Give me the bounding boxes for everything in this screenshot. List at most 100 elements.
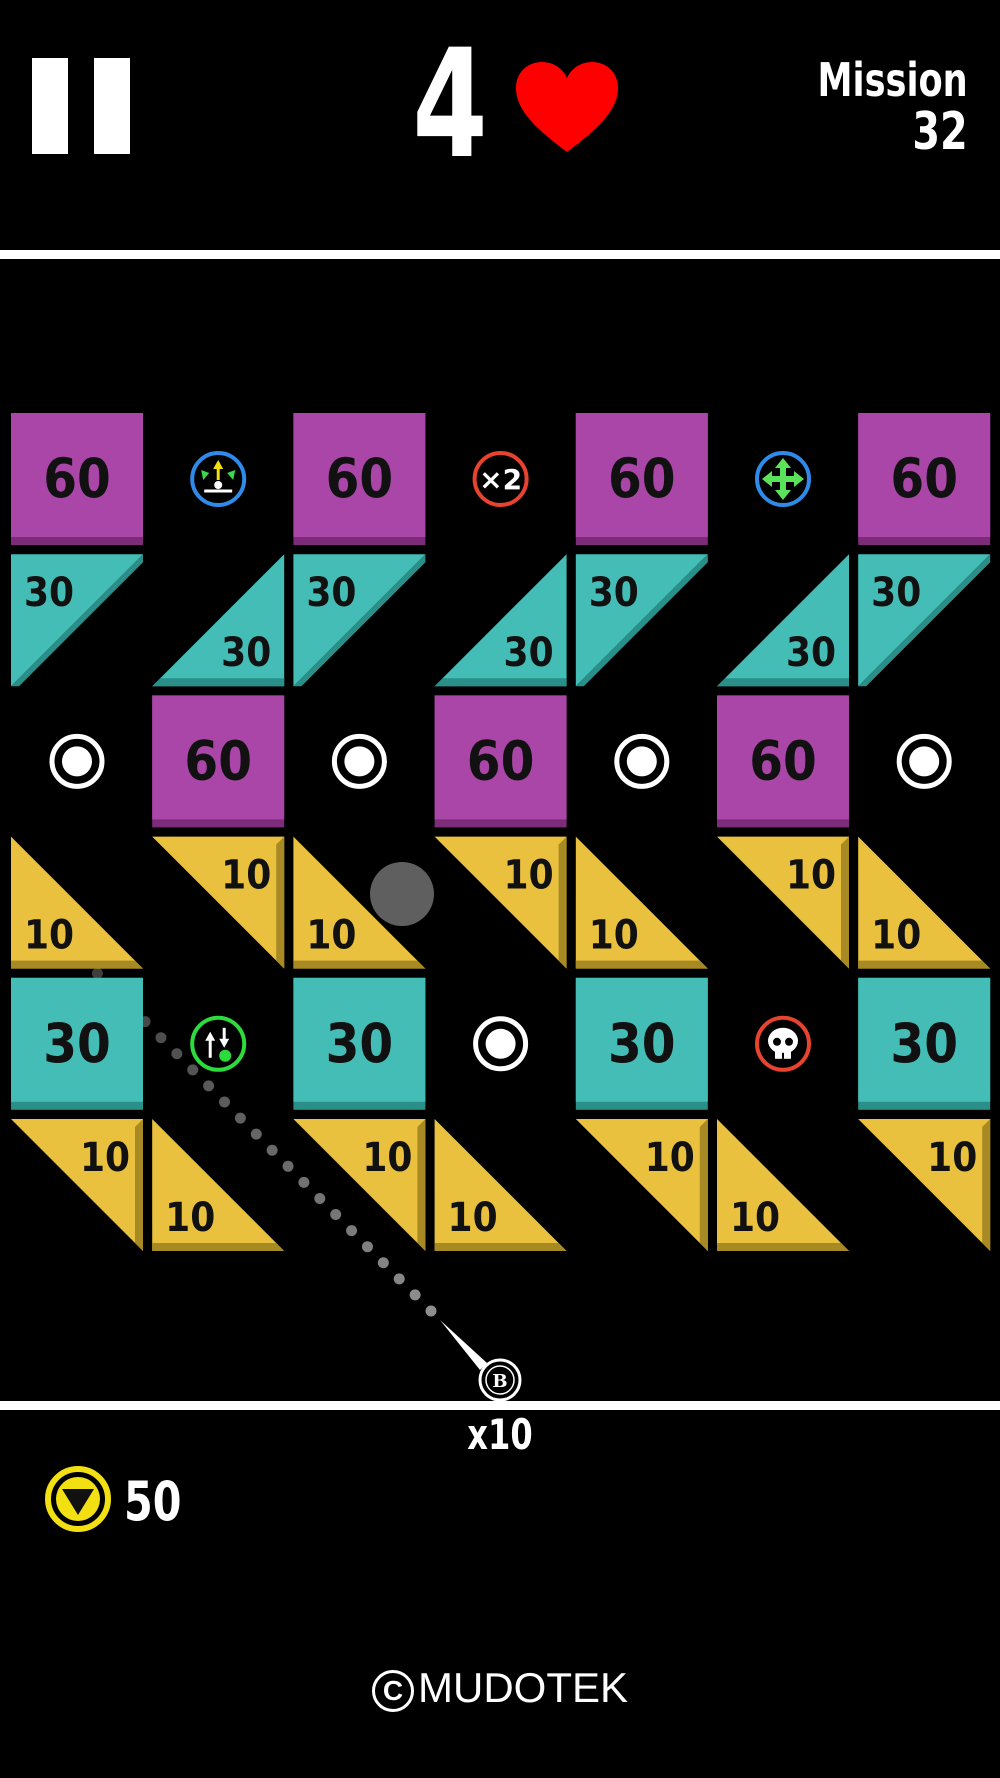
square-brick: 30 [11, 977, 143, 1110]
brick-face [11, 977, 143, 1102]
brick-face [858, 1119, 991, 1251]
bottom-boundary-line [0, 1401, 1000, 1410]
brick-face [152, 836, 285, 969]
brick-value: 10 [362, 1135, 412, 1181]
brick-value: 60 [890, 447, 958, 510]
brick-value: 30 [890, 1012, 958, 1075]
brick-shadow [717, 1243, 849, 1251]
brick-value: 10 [927, 1135, 977, 1181]
brick-face [858, 977, 991, 1102]
brick-shadow [135, 1119, 143, 1251]
brick-shadow [558, 836, 567, 969]
triangle-brick: 10 [858, 1119, 991, 1251]
ball-in-flight [370, 862, 434, 926]
triangle-brick: 10 [434, 1119, 567, 1251]
extra-ball-ring [331, 733, 387, 789]
aim-dot [330, 1209, 342, 1221]
brick-face [434, 695, 567, 820]
extra-ball-ring [473, 1016, 529, 1072]
brick-face [434, 554, 567, 687]
extra-ball-ring [614, 733, 670, 789]
triangle-brick: 10 [717, 836, 849, 969]
aim-dot [250, 1128, 262, 1140]
brick-face [717, 554, 849, 687]
brick-face [575, 1119, 708, 1251]
aim-pointer [440, 1320, 487, 1370]
triangle-brick: 30 [717, 554, 849, 687]
square-brick: 60 [717, 695, 849, 828]
brick-shadow [152, 1243, 285, 1251]
brick-value: 60 [184, 729, 252, 792]
skull-icon [755, 1015, 811, 1072]
brick-value: 10 [165, 1195, 215, 1241]
triangle-brick: 10 [152, 1119, 285, 1251]
extra-ball-ring [896, 733, 952, 789]
coin-count: 50 [124, 1470, 182, 1533]
aim-dot [377, 1257, 389, 1269]
brick-shadow [417, 1119, 426, 1251]
brick-value: 30 [306, 570, 356, 616]
square-brick: 60 [575, 413, 708, 545]
brick-shadow [434, 678, 567, 687]
triangle-brick: 10 [293, 1119, 426, 1251]
extra-ball-dot [626, 746, 657, 777]
brick-value: 30 [589, 570, 639, 616]
brick-value: 30 [221, 630, 271, 676]
triangle-brick: 10 [11, 836, 143, 969]
brick-value: 30 [24, 570, 74, 616]
lives-count: 4 [412, 18, 488, 192]
brick-face [152, 554, 285, 687]
extra-ball-dot [909, 746, 940, 777]
aim-dot [155, 1032, 167, 1044]
extra-ball-dot [485, 1028, 516, 1059]
square-brick: 60 [858, 413, 991, 545]
aim-dot [219, 1096, 230, 1108]
square-brick: 60 [293, 413, 426, 545]
brick-value: 60 [467, 729, 535, 792]
extra-ball-ring-icon [614, 733, 670, 789]
brick-shadow [434, 1243, 567, 1251]
copyright-text: MUDOTEK [418, 1664, 628, 1711]
brick-value: 60 [43, 447, 111, 510]
aim-dot [425, 1305, 437, 1317]
triangle-brick: 10 [575, 836, 708, 969]
pause-button[interactable] [32, 58, 132, 154]
x2-label: ×2 [479, 463, 522, 496]
pause-icon-bar-right [94, 58, 130, 154]
heart-icon [516, 62, 618, 152]
pause-icon-bar-left [32, 58, 68, 154]
aim-dot [203, 1080, 215, 1092]
triangle-brick: 10 [293, 836, 426, 969]
brick-value: 60 [749, 729, 817, 792]
brick-face [293, 836, 426, 969]
launcher[interactable]: B [440, 1320, 522, 1402]
brick-value: 10 [730, 1195, 780, 1241]
brick-value: 30 [871, 570, 921, 616]
brick-value: 10 [448, 1195, 498, 1241]
triangle-brick: 10 [152, 836, 285, 969]
square-brick: 60 [11, 413, 143, 545]
aim-dot [234, 1112, 246, 1124]
aim-dot [298, 1176, 310, 1188]
brick-face [434, 836, 567, 969]
aim-dot [393, 1273, 405, 1285]
extra-ball-ring [49, 733, 105, 789]
square-brick: 30 [858, 977, 991, 1110]
powerup-spread-arrows [190, 451, 247, 507]
brick-face [293, 413, 426, 537]
brick-shadow [982, 1119, 991, 1251]
brick-face [575, 977, 708, 1102]
square-brick: 60 [152, 695, 285, 828]
brick-face [11, 1119, 143, 1251]
brick-value: 60 [326, 447, 394, 510]
brick-value: 10 [645, 1135, 695, 1181]
triangle-brick: 10 [717, 1119, 849, 1251]
brick-shadow [575, 554, 708, 687]
brick-value: 30 [786, 630, 836, 676]
brick-face [858, 413, 991, 537]
brick-shadow [152, 678, 285, 687]
aim-dot [91, 967, 103, 979]
